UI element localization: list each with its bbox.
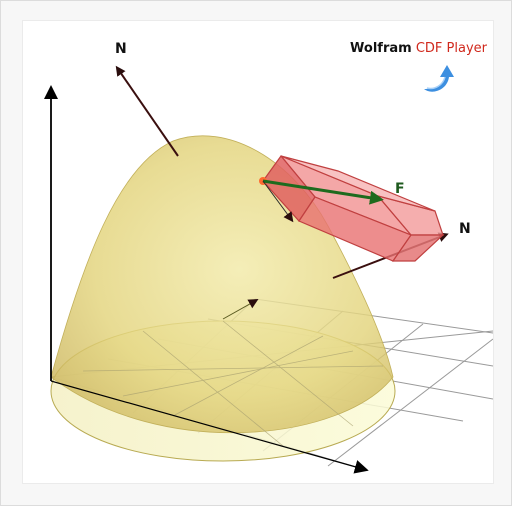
brand-product-text: CDF Player: [415, 41, 487, 56]
force-label: F: [395, 181, 405, 197]
paraboloid-scene[interactable]: N N F: [23, 21, 493, 483]
normal-label-top: N: [115, 41, 127, 57]
flux-box: [262, 155, 445, 262]
y-axis: [222, 299, 259, 320]
curved-arrow-icon: [424, 65, 454, 92]
normal-label-right: N: [459, 221, 471, 237]
force-vector-tail: [262, 180, 294, 223]
grid-through-disk: [82, 320, 384, 447]
brand-logo[interactable]: Wolfram CDF Player: [350, 41, 487, 56]
normal-vector-top: [115, 65, 179, 157]
x-axis: [50, 380, 369, 474]
cdf-content-panel: N N F Wolfram CDF Player: [23, 21, 493, 483]
brand-wolfram-text: Wolfram: [350, 41, 412, 56]
force-vector: [262, 179, 384, 205]
